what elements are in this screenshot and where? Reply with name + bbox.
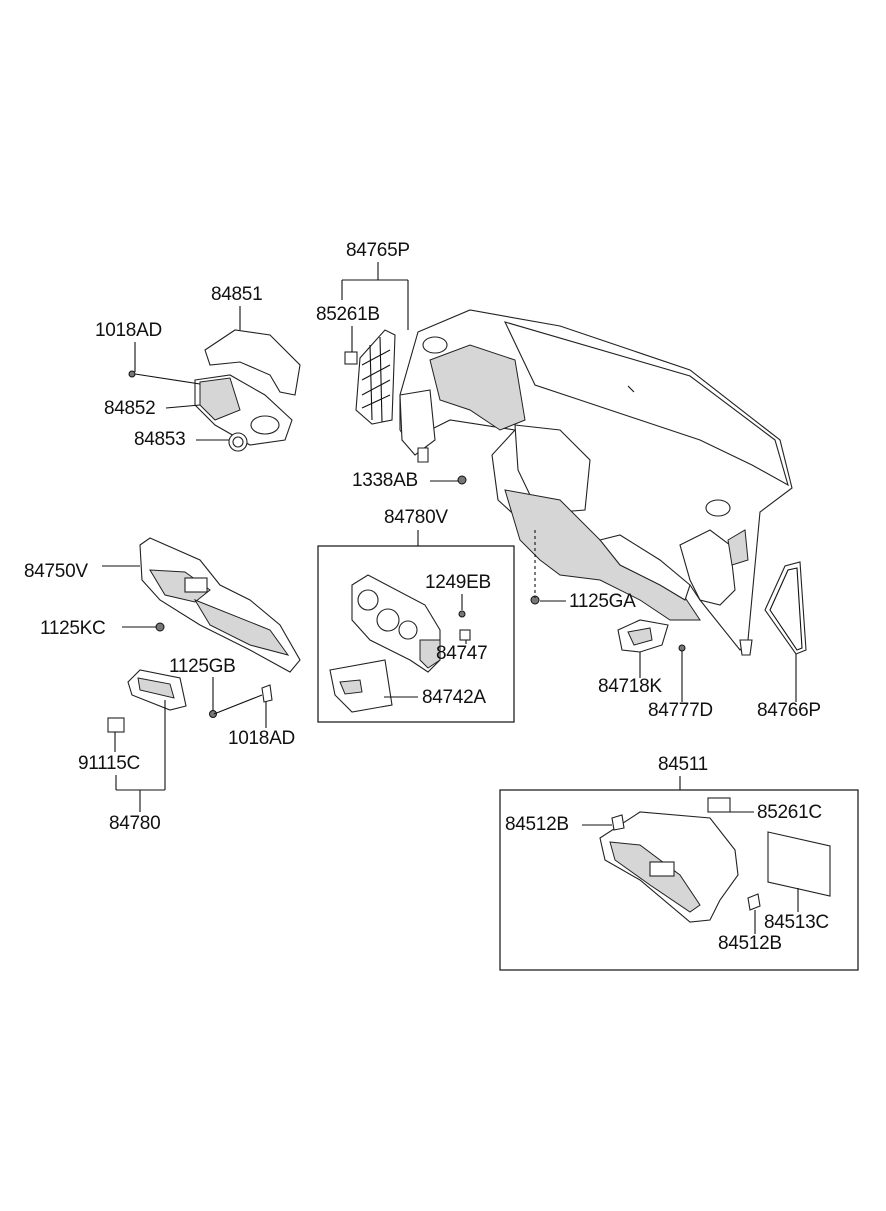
part-label-84766p: 84766P (757, 700, 821, 721)
part-label-1249eb: 1249EB (425, 572, 491, 593)
part-label-84780: 84780 (109, 813, 161, 834)
part-label-84511: 84511 (658, 754, 708, 775)
part-label-84742a: 84742A (422, 687, 486, 708)
leader-lines (102, 262, 799, 934)
part-label-84851: 84851 (211, 284, 263, 305)
side-trim-panel (764, 561, 807, 655)
part-label-84718k: 84718K (598, 676, 662, 697)
part-label-84780v: 84780V (384, 507, 448, 528)
part-label-84513c: 84513C (764, 912, 829, 933)
part-label-85261b: 85261B (316, 304, 380, 325)
center-vent-grille (344, 329, 396, 425)
part-label-1125gb: 1125GB (169, 656, 236, 677)
part-label-84852: 84852 (104, 398, 156, 419)
part-label-1018ad-top: 1018AD (95, 320, 162, 341)
part-label-1125kc: 1125KC (40, 618, 106, 639)
center-fascia (329, 574, 471, 713)
part-label-84747: 84747 (436, 643, 488, 664)
part-label-84750v: 84750V (24, 561, 88, 582)
steering-column-shroud (128, 329, 301, 452)
part-label-91115c: 91115C (78, 753, 140, 774)
glove-box (599, 797, 831, 923)
part-label-84512b-left: 84512B (505, 814, 569, 835)
fasteners (457, 475, 540, 605)
lower-crash-pad (139, 537, 301, 703)
part-label-1338ab: 1338AB (352, 470, 418, 491)
part-label-85261c: 85261C (757, 802, 822, 823)
fascia-group-box (317, 545, 515, 723)
part-label-1125ga: 1125GA (569, 591, 636, 612)
part-label-84853: 84853 (134, 429, 186, 450)
lower-cover (107, 669, 217, 733)
crash-pad-assembly (399, 309, 793, 656)
part-label-84777d: 84777D (648, 700, 713, 721)
part-label-84512b-right: 84512B (718, 933, 782, 954)
glove-box-group-box (499, 789, 859, 971)
bracket-assembly (617, 619, 686, 653)
part-label-1018ad-bottom: 1018AD (228, 728, 295, 749)
part-label-84765p: 84765P (346, 240, 410, 261)
